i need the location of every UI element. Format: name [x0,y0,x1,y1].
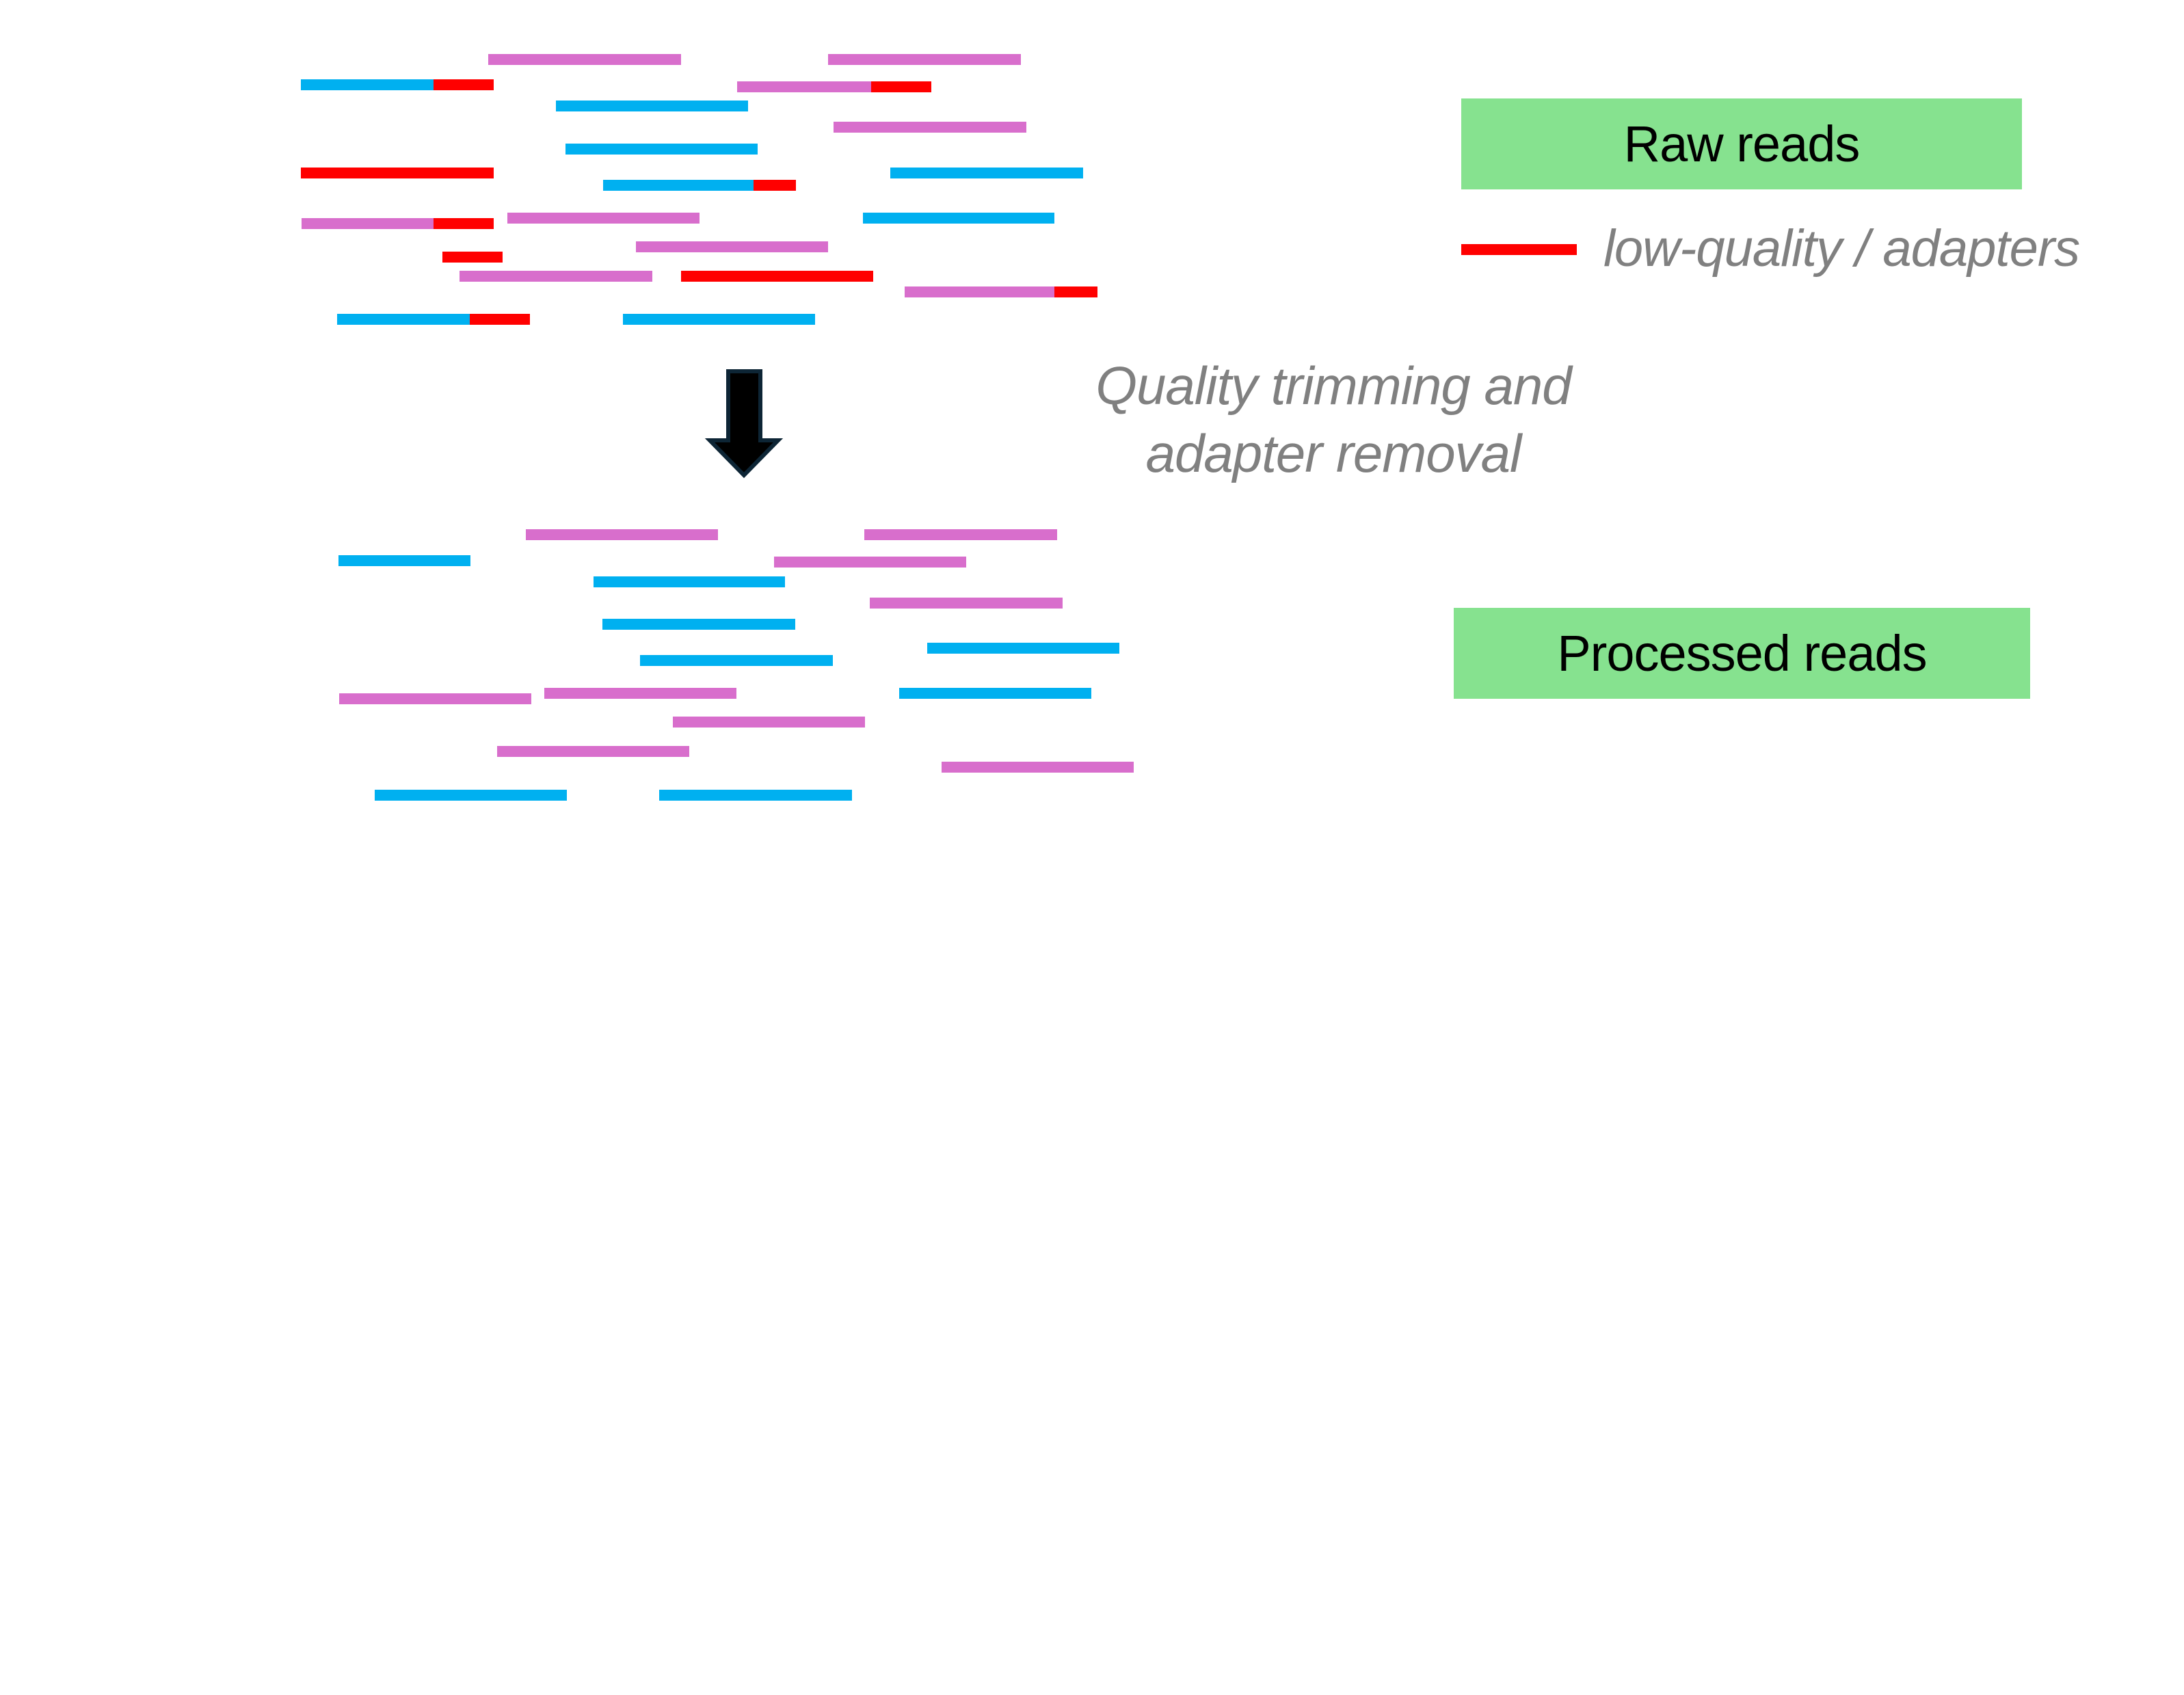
processed-read [339,693,531,704]
raw-read [337,314,530,325]
read-segment [460,271,652,282]
low-quality-segment [434,79,494,90]
raw-read [507,213,700,224]
read-segment [302,218,434,229]
raw-read [603,180,796,191]
processed-reads-label: Processed reads [1557,625,1927,682]
low-quality-legend-label: low-quality / adapters [1603,219,2080,278]
processing-step-caption: Quality trimming and adapter removal [1067,352,1600,488]
processed-read [870,598,1063,609]
raw-read [863,213,1054,224]
raw-read [623,314,815,325]
processed-read [774,557,966,568]
read-segment [301,79,434,90]
read-segment [863,213,1054,224]
processed-read [927,643,1119,654]
processed-read [673,717,865,728]
raw-read [737,81,931,92]
raw-read [460,271,652,282]
read-segment [834,122,1026,133]
processed-read [942,762,1134,773]
processing-step-line-1: Quality trimming and [1095,356,1571,416]
processing-step-line-2: adapter removal [1145,423,1522,483]
raw-read [302,218,494,229]
processed-read [338,555,470,566]
raw-read [301,168,494,178]
read-segment [565,144,758,155]
low-quality-segment [1054,286,1097,297]
raw-read [681,271,873,282]
raw-read [890,168,1083,178]
low-quality-segment [434,218,494,229]
raw-read [636,241,828,252]
raw-read [565,144,758,155]
low-quality-segment [754,180,796,191]
read-segment [556,101,748,111]
low-quality-segment [681,271,873,282]
read-segment [623,314,815,325]
processed-read [864,529,1057,540]
down-arrow-shape [704,369,784,479]
read-segment [636,241,828,252]
down-arrow-icon [704,369,784,479]
processed-read [640,655,833,666]
processed-read [526,529,718,540]
processed-read [899,688,1091,699]
raw-read [834,122,1026,133]
raw-read [828,54,1021,65]
raw-read [442,252,503,263]
processed-read [594,576,785,587]
read-segment [890,168,1083,178]
raw-read [301,79,494,90]
processed-read [375,790,567,801]
processed-read [497,746,689,757]
read-segment [737,81,871,92]
low-quality-legend-swatch [1461,244,1577,255]
processed-read [602,619,795,630]
low-quality-segment [301,168,494,178]
read-segment [603,180,754,191]
read-segment [337,314,470,325]
processed-reads-label-box: Processed reads [1454,608,2030,699]
raw-read [905,286,1097,297]
read-segment [507,213,700,224]
read-segment [828,54,1021,65]
low-quality-segment [470,314,530,325]
raw-read [556,101,748,111]
read-segment [488,54,681,65]
processed-read [659,790,852,801]
raw-read [488,54,681,65]
raw-reads-label-box: Raw reads [1461,98,2022,189]
read-segment [905,286,1054,297]
raw-reads-label: Raw reads [1623,116,1861,172]
low-quality-segment [871,81,931,92]
low-quality-segment [442,252,503,263]
processed-read [544,688,736,699]
